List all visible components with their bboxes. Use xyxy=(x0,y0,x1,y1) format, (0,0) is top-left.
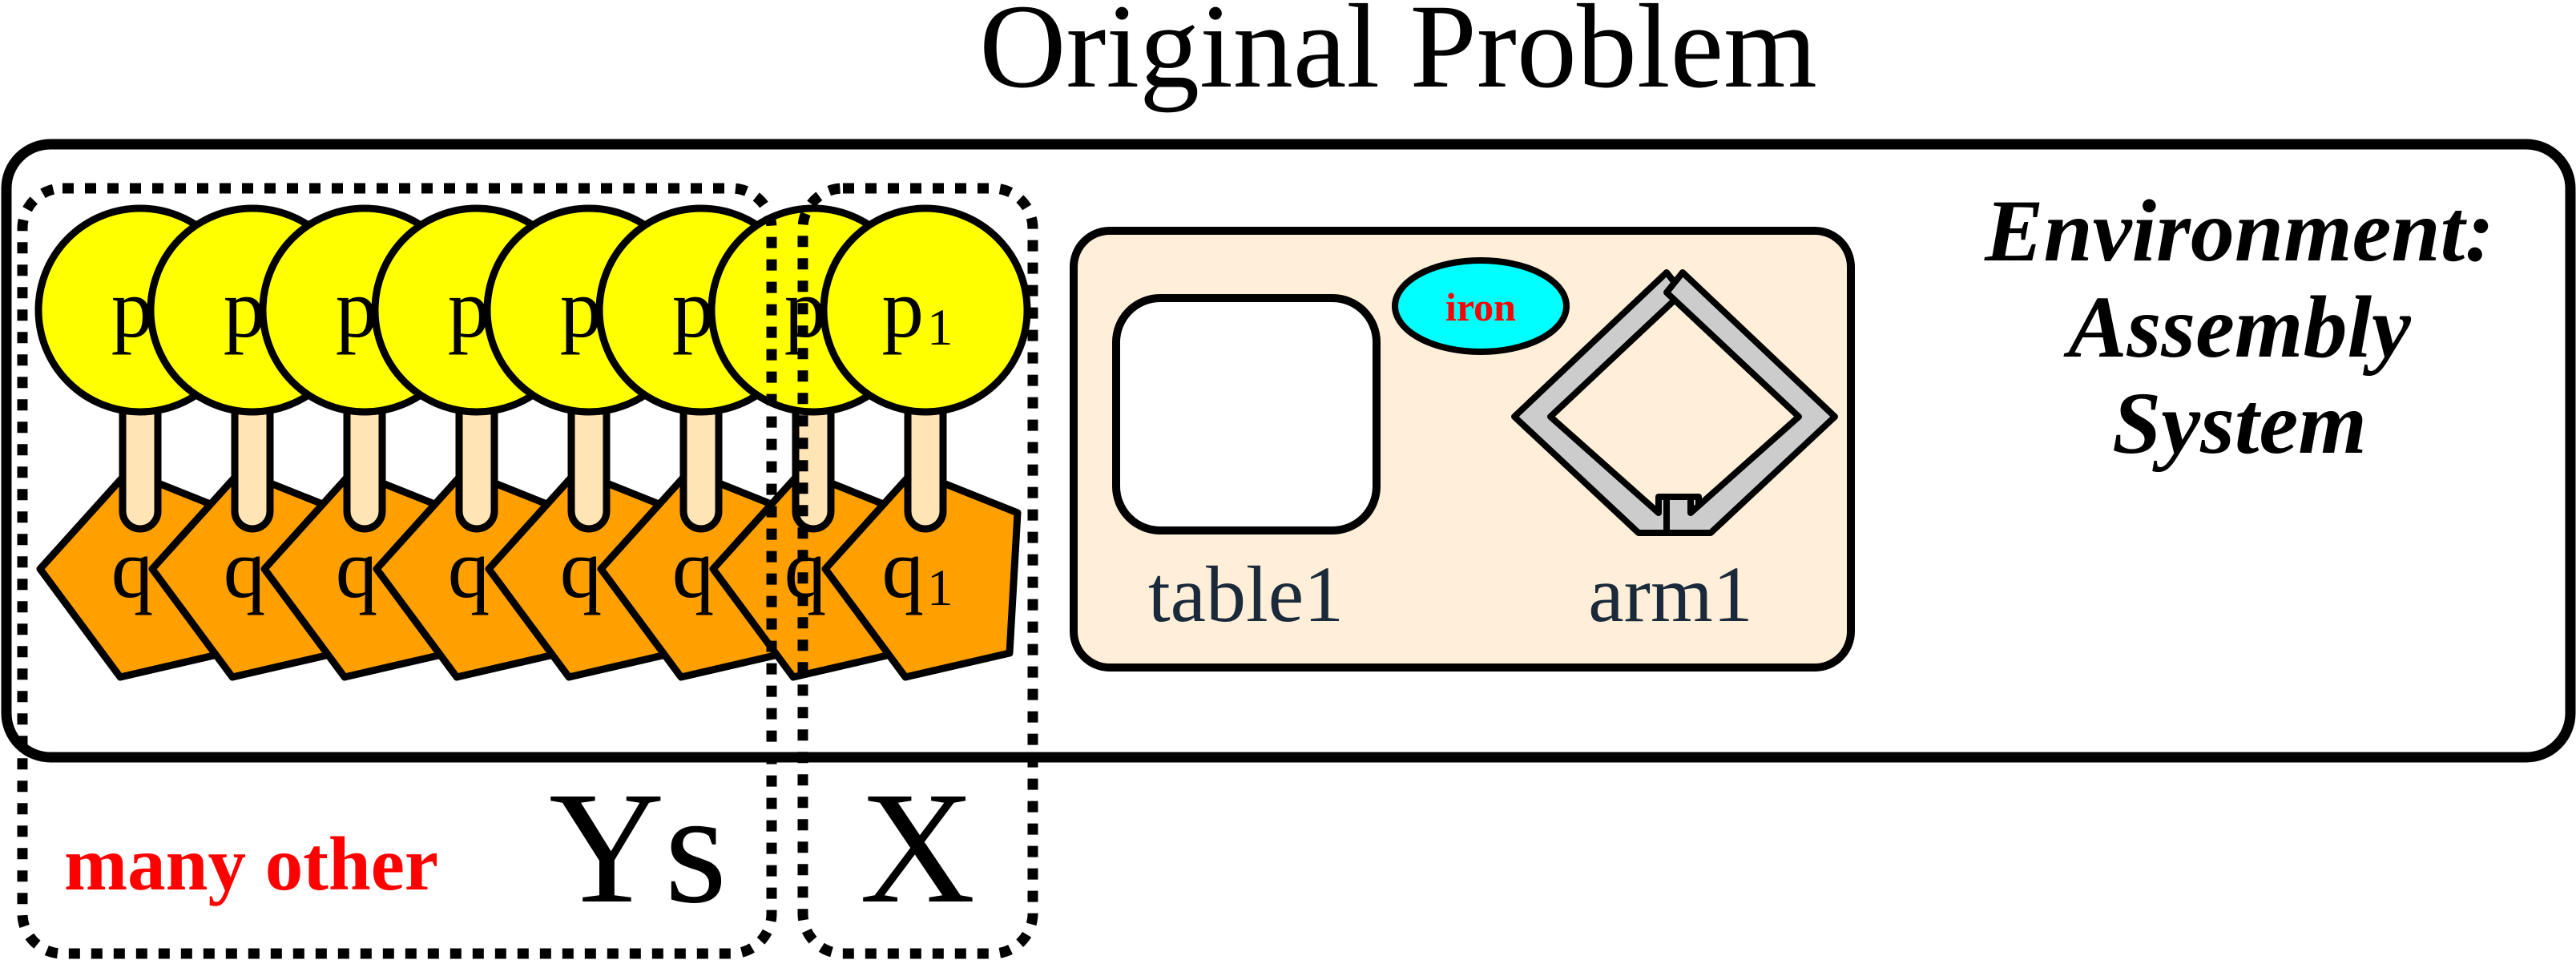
environment-label-line3: System xyxy=(2112,374,2367,472)
iron-label: iron xyxy=(1445,284,1516,329)
environment-label-line1: Environment: xyxy=(1984,182,2494,280)
environment-label-line2: Assembly xyxy=(2063,278,2412,376)
table-shape xyxy=(1112,294,1381,534)
q-label: q xyxy=(448,522,490,615)
table-label: table1 xyxy=(1148,550,1344,639)
p-label: p xyxy=(111,261,154,355)
q-label: q1 xyxy=(882,522,953,617)
q-label: q xyxy=(560,522,603,615)
agent-other: qp xyxy=(259,204,470,681)
selected-symbol-label: X xyxy=(860,760,975,937)
q-label: q xyxy=(336,522,378,615)
selected-group-box xyxy=(797,183,1038,959)
p-label: p xyxy=(672,261,715,355)
arm-gripper-right-icon xyxy=(1663,269,1838,536)
p-label: p xyxy=(224,261,266,355)
q-pentagon xyxy=(821,467,1022,681)
q-label: q xyxy=(672,522,715,615)
p-circle xyxy=(820,204,1031,416)
p-label: p xyxy=(336,261,378,355)
q-label: q xyxy=(224,522,266,615)
diagram-title: Original Problem xyxy=(979,0,1817,113)
p-label: p xyxy=(448,261,490,355)
iron-ellipse xyxy=(1392,257,1570,355)
q-label: q xyxy=(111,522,154,615)
others-symbol-label: Ys xyxy=(549,760,727,937)
q-subscript: 1 xyxy=(927,559,953,617)
others-prefix-label: many other xyxy=(64,821,438,906)
arm-label: arm1 xyxy=(1588,550,1752,639)
p-subscript: 1 xyxy=(927,299,953,357)
p-label: p xyxy=(560,261,603,355)
